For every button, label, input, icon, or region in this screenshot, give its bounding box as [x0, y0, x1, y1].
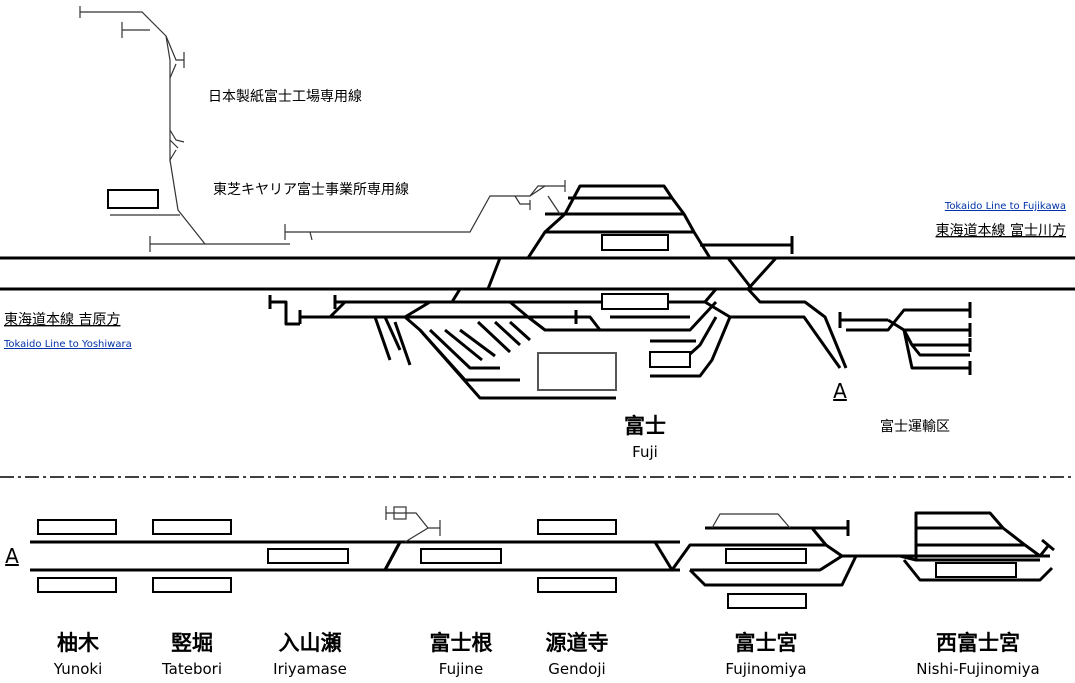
siding-label-nippon-seishi: 日本製紙富士工場専用線 [208, 88, 362, 105]
direction-fujikawa-jp: 東海道本線 富士川方 [936, 222, 1066, 239]
station-name-fuji-jp: 富士 [624, 414, 666, 438]
station-name-jp: 入山瀬 [279, 631, 342, 655]
fuji-track-layout [0, 184, 1075, 400]
station-name-en: Fujinomiya [725, 660, 806, 678]
depot-label: 富士運輸区 [880, 418, 950, 435]
connector-a-top: A [833, 379, 847, 403]
connector-a-bottom: A [5, 544, 19, 568]
minobu-platforms [37, 519, 1017, 609]
industrial-sidings [79, 6, 566, 252]
station-name-jp: 竪堀 [171, 631, 213, 655]
station-name-en: Yunoki [53, 660, 103, 678]
station-name-fuji-en: Fuji [632, 443, 658, 461]
siding-label-toshiba: 東芝キヤリア富士事業所専用線 [213, 181, 409, 198]
link-to-fujikawa-en[interactable]: Tokaido Line to Fujikawa [944, 201, 1066, 212]
minobu-labels: A 柚木 Yunoki 竪堀 Tatebori 入山瀬 Iriyamase 富士… [5, 544, 1040, 678]
link-to-yoshiwara-en[interactable]: Tokaido Line to Yoshiwara [3, 339, 132, 350]
station-name-jp: 西富士宮 [936, 631, 1020, 655]
platforms [107, 189, 691, 391]
station-name-jp: 源道寺 [546, 631, 609, 655]
minobu-line-tracks [30, 511, 1055, 587]
station-name-jp: 柚木 [57, 631, 100, 655]
direction-yoshiwara-jp: 東海道本線 吉原方 [4, 312, 120, 328]
station-name-en: Nishi-Fujinomiya [916, 660, 1039, 678]
station-name-en: Gendoji [548, 660, 605, 678]
station-name-jp: 富士宮 [735, 631, 798, 655]
minobu-thin-lines [385, 506, 791, 543]
station-name-en: Tatebori [161, 660, 222, 678]
station-name-jp: 富士根 [430, 631, 493, 655]
station-name-en: Iriyamase [273, 660, 347, 678]
station-name-en: Fujine [439, 660, 483, 678]
fuji-labels: 日本製紙富士工場専用線 東芝キヤリア富士事業所専用線 Tokaido Line … [3, 88, 1066, 461]
